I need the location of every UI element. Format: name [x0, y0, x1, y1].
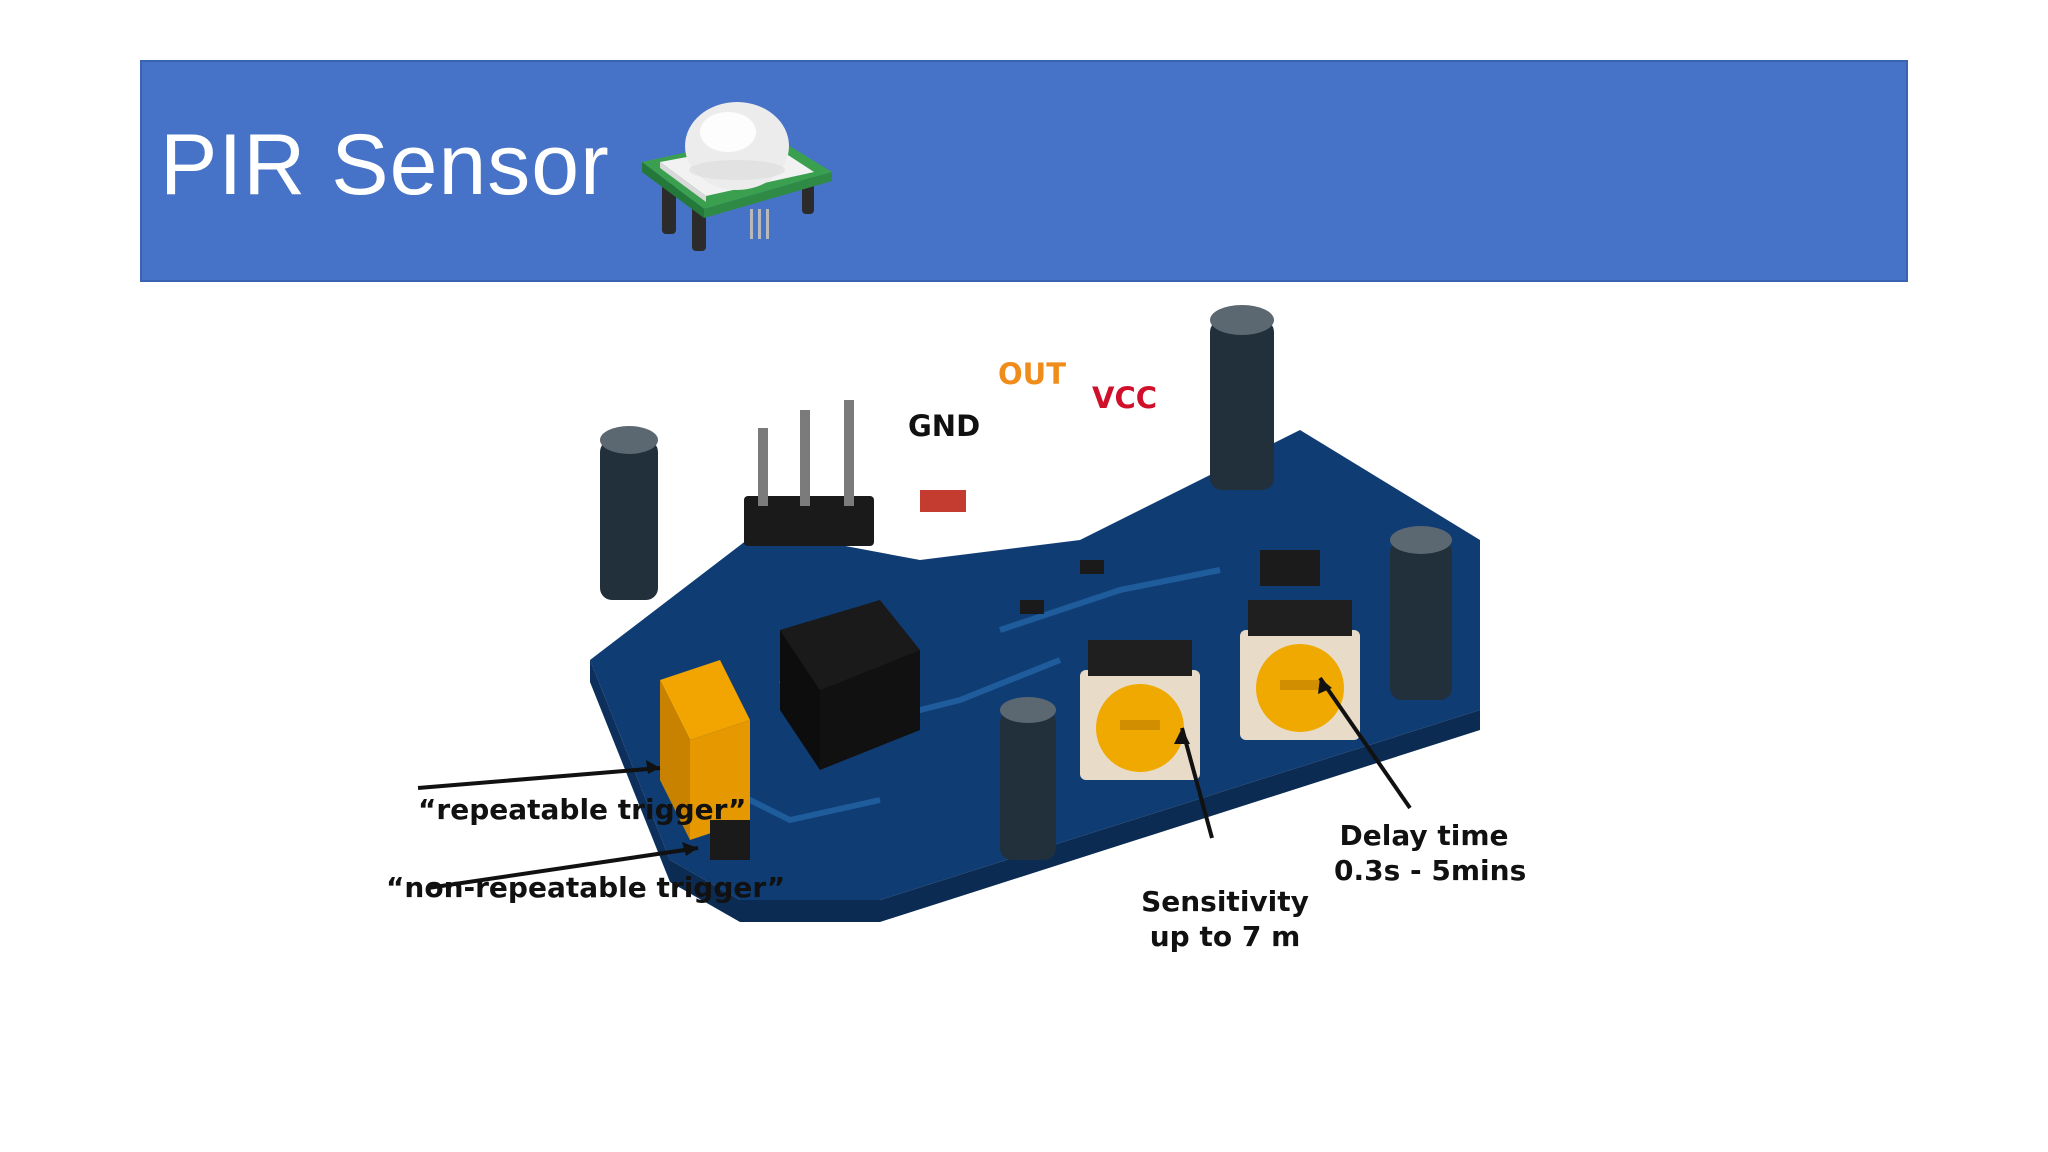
pin-label-gnd: GND: [908, 409, 981, 443]
pin-label-out: OUT: [998, 357, 1066, 391]
callout-sensitivity-line1: Sensitivity: [1141, 885, 1309, 918]
callout-delay-line2: 0.3s - 5mins: [1334, 854, 1527, 887]
slide-title: PIR Sensor: [160, 117, 610, 213]
callout-delay-line1: Delay time: [1339, 819, 1509, 852]
pir-module-icon: [642, 102, 832, 251]
callout-repeatable-trigger: “repeatable trigger”: [418, 793, 747, 826]
callout-non-repeatable-trigger: “non-repeatable trigger”: [386, 871, 786, 904]
pir-board-photo: [417, 305, 1480, 922]
title-bar: PIR Sensor: [140, 60, 1908, 282]
callout-sensitivity: Sensitivity up to 7 m: [1140, 884, 1310, 954]
callout-sensitivity-line2: up to 7 m: [1149, 920, 1301, 953]
callout-delay-time: Delay time 0.3s - 5mins: [1334, 818, 1527, 888]
pin-label-vcc: VCC: [1092, 381, 1158, 415]
